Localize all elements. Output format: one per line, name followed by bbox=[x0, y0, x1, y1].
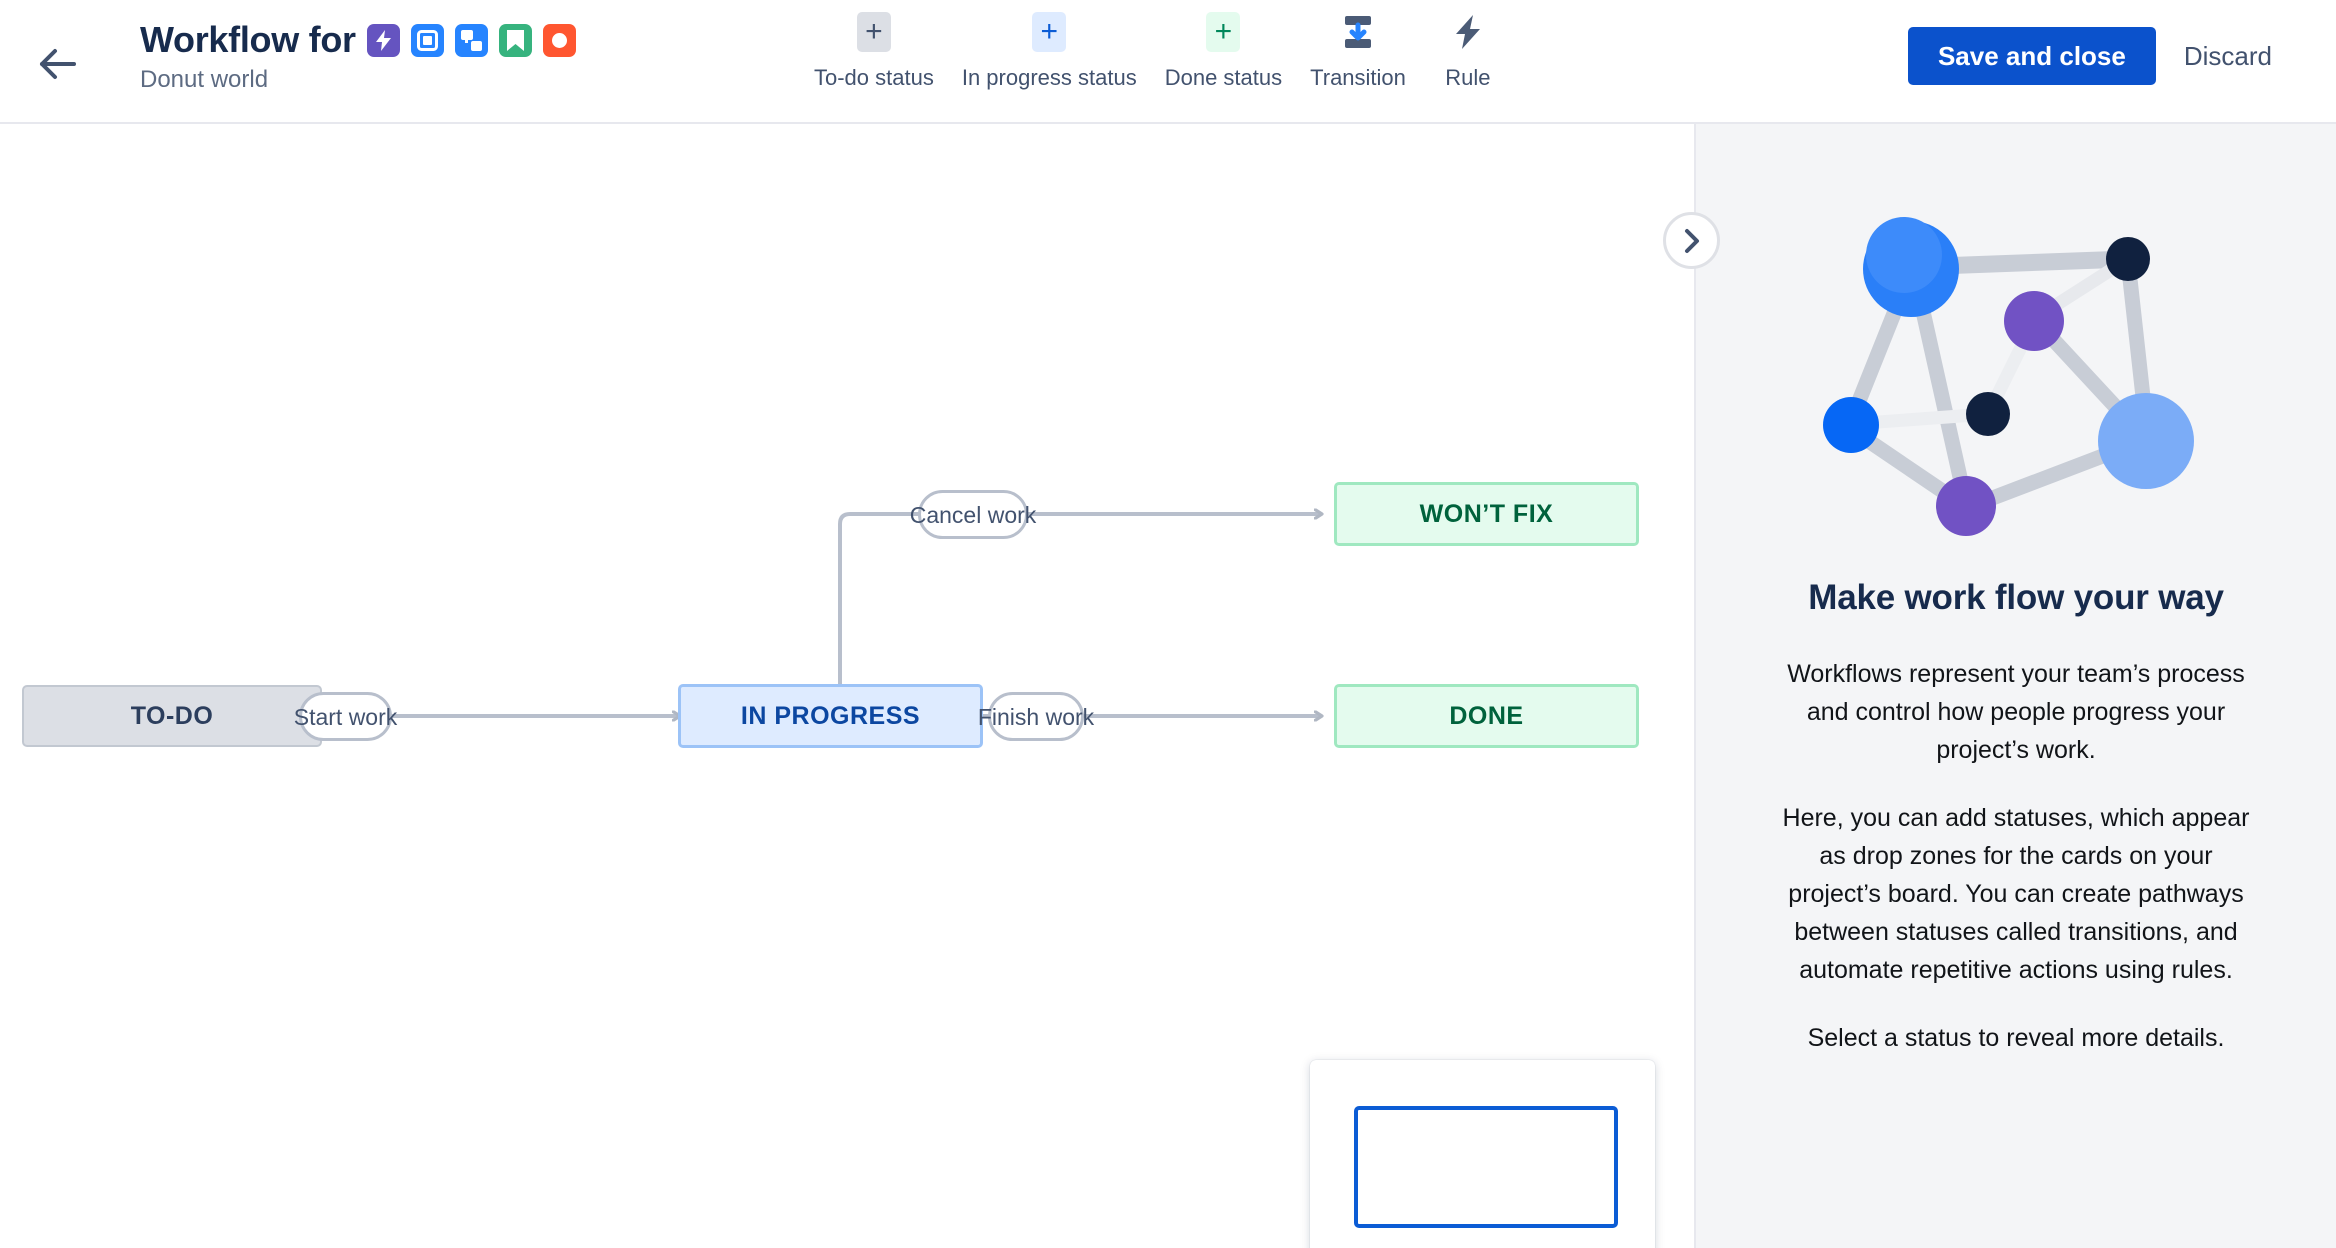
arrow-left-icon bbox=[40, 49, 76, 79]
save-and-close-button[interactable]: Save and close bbox=[1907, 27, 2156, 85]
plus-icon: + bbox=[856, 12, 891, 52]
add-done-status-button[interactable]: + Done status bbox=[1151, 12, 1296, 91]
discard-button[interactable]: Discard bbox=[2156, 27, 2300, 85]
status-node-label: TO-DO bbox=[130, 701, 214, 730]
add-in-progress-status-button[interactable]: + In progress status bbox=[948, 12, 1151, 91]
tool-label: Transition bbox=[1310, 65, 1406, 90]
canvas-minimap[interactable] bbox=[1310, 1060, 1655, 1248]
chevron-right-icon bbox=[1684, 228, 1699, 253]
tool-label: To-do status bbox=[814, 65, 934, 90]
tool-label: Rule bbox=[1445, 65, 1491, 90]
panel-paragraph-2: Here, you can add statuses, which appear… bbox=[1782, 804, 2250, 984]
back-button[interactable] bbox=[34, 42, 82, 86]
workflow-toolbar: + To-do status + In progress status + Do… bbox=[800, 12, 1516, 91]
transition-icon bbox=[1341, 12, 1375, 52]
panel-paragraph-3: Select a status to reveal more details. bbox=[1807, 1024, 2225, 1052]
transition-label: Start work bbox=[293, 703, 398, 730]
page-subtitle: Donut world bbox=[140, 66, 269, 93]
status-node-in-progress[interactable]: IN PROGRESS bbox=[678, 684, 983, 748]
header-actions: Save and close Discard bbox=[1907, 27, 2300, 85]
panel-title: Make work flow your way bbox=[1808, 578, 2224, 617]
transition-start-work[interactable]: Start work bbox=[294, 692, 397, 741]
status-node-label: IN PROGRESS bbox=[740, 701, 921, 730]
panel-paragraph-1: Workflows represent your team’s process … bbox=[1787, 660, 2245, 764]
transition-label: Cancel work bbox=[909, 501, 1037, 528]
page-title: Workflow for bbox=[140, 19, 356, 60]
transition-finish-work[interactable]: Finish work bbox=[978, 692, 1094, 741]
network-graph-illustration bbox=[1823, 217, 2194, 536]
add-transition-button[interactable]: Transition bbox=[1296, 12, 1420, 91]
minimap-viewport-rect[interactable] bbox=[1354, 1106, 1618, 1228]
tool-label: In progress status bbox=[961, 65, 1137, 90]
add-rule-button[interactable]: Rule bbox=[1420, 12, 1516, 91]
tool-label: Done status bbox=[1164, 65, 1283, 90]
status-node-label: DONE bbox=[1449, 701, 1524, 730]
circle-icon bbox=[542, 23, 576, 57]
bolt-icon bbox=[366, 23, 400, 57]
add-todo-status-button[interactable]: + To-do status bbox=[800, 12, 948, 91]
plus-icon: + bbox=[1206, 12, 1241, 52]
status-node-wont-fix[interactable]: WON’T FIX bbox=[1334, 482, 1639, 546]
bookmark-icon bbox=[498, 23, 532, 57]
transition-label: Finish work bbox=[977, 703, 1095, 730]
status-node-done[interactable]: DONE bbox=[1334, 684, 1639, 748]
lightning-bolt-icon bbox=[1451, 12, 1485, 52]
app-header: Workflow for bbox=[0, 0, 2336, 124]
info-side-panel: Make work flow your way Workflows repres… bbox=[1694, 124, 2336, 1248]
title-block: Workflow for bbox=[140, 18, 576, 94]
status-node-todo[interactable]: TO-DO bbox=[22, 685, 322, 747]
workflow-canvas[interactable]: TO-DO IN PROGRESS DONE WON’T FIX Start w… bbox=[0, 124, 1694, 1248]
square-outline-icon bbox=[410, 23, 444, 57]
plus-icon: + bbox=[1032, 12, 1067, 52]
sub-task-icon bbox=[454, 23, 488, 57]
panel-collapse-button[interactable] bbox=[1663, 212, 1720, 269]
transition-cancel-work[interactable]: Cancel work bbox=[910, 490, 1036, 539]
status-node-label: WON’T FIX bbox=[1419, 499, 1554, 528]
